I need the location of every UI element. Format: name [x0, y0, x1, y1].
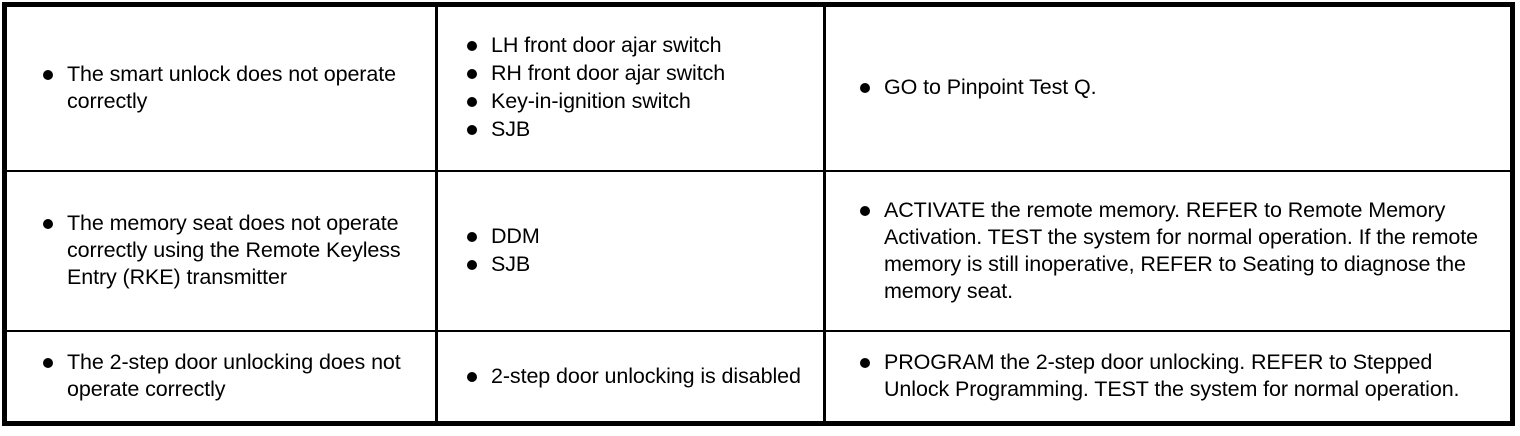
list-item: 2-step door unlocking is disabled [463, 363, 809, 390]
cell-action: ACTIVATE the remote memory. REFER to Rem… [823, 169, 1513, 333]
cell-symptom: The smart unlock does not operate correc… [4, 4, 437, 172]
cell-content: DDM SJB [438, 217, 823, 285]
list-item: LH front door ajar switch [463, 32, 809, 59]
bullet-list: LH front door ajar switch RH front door … [463, 32, 809, 143]
bullet-list: The 2-step door unlocking does not opera… [39, 349, 415, 403]
list-item: The 2-step door unlocking does not opera… [39, 349, 415, 403]
table-row: The smart unlock does not operate correc… [4, 4, 1513, 172]
list-item: GO to Pinpoint Test Q. [856, 74, 1484, 101]
table-row: The 2-step door unlocking does not opera… [4, 330, 1513, 424]
list-item: SJB [463, 251, 809, 278]
cell-content: The smart unlock does not operate correc… [7, 55, 435, 122]
list-item: The smart unlock does not operate correc… [39, 61, 415, 115]
cell-content: PROGRAM the 2-step door unlocking. REFER… [826, 343, 1510, 410]
bullet-list: 2-step door unlocking is disabled [463, 363, 809, 390]
table-body: The smart unlock does not operate correc… [4, 4, 1513, 424]
cell-content: LH front door ajar switch RH front door … [438, 26, 823, 150]
list-item: ACTIVATE the remote memory. REFER to Rem… [856, 197, 1484, 305]
list-item: PROGRAM the 2-step door unlocking. REFER… [856, 349, 1484, 403]
cell-content: The memory seat does not operate correct… [7, 204, 435, 298]
cell-symptom: The 2-step door unlocking does not opera… [4, 330, 437, 424]
table-row: The memory seat does not operate correct… [4, 169, 1513, 333]
cell-content: ACTIVATE the remote memory. REFER to Rem… [826, 191, 1510, 312]
diagnostic-symptom-chart: The smart unlock does not operate correc… [2, 2, 1515, 426]
list-item: The memory seat does not operate correct… [39, 210, 415, 291]
cell-possible-sources: 2-step door unlocking is disabled [435, 330, 825, 424]
cell-possible-sources: LH front door ajar switch RH front door … [435, 4, 825, 172]
cell-action: PROGRAM the 2-step door unlocking. REFER… [823, 330, 1513, 424]
bullet-list: The memory seat does not operate correct… [39, 210, 415, 291]
bullet-list: DDM SJB [463, 223, 809, 278]
cell-possible-sources: DDM SJB [435, 169, 825, 333]
bullet-list: The smart unlock does not operate correc… [39, 61, 415, 115]
list-item: DDM [463, 223, 809, 250]
cell-content: 2-step door unlocking is disabled [438, 357, 823, 397]
cell-action: GO to Pinpoint Test Q. [823, 4, 1513, 172]
symptom-chart-table: The smart unlock does not operate correc… [2, 2, 1515, 426]
list-item: SJB [463, 116, 809, 143]
bullet-list: GO to Pinpoint Test Q. [856, 74, 1484, 101]
cell-content: GO to Pinpoint Test Q. [826, 68, 1510, 108]
cell-content: The 2-step door unlocking does not opera… [7, 343, 435, 410]
list-item: Key-in-ignition switch [463, 88, 809, 115]
bullet-list: PROGRAM the 2-step door unlocking. REFER… [856, 349, 1484, 403]
bullet-list: ACTIVATE the remote memory. REFER to Rem… [856, 197, 1484, 305]
cell-symptom: The memory seat does not operate correct… [4, 169, 437, 333]
list-item: RH front door ajar switch [463, 60, 809, 87]
